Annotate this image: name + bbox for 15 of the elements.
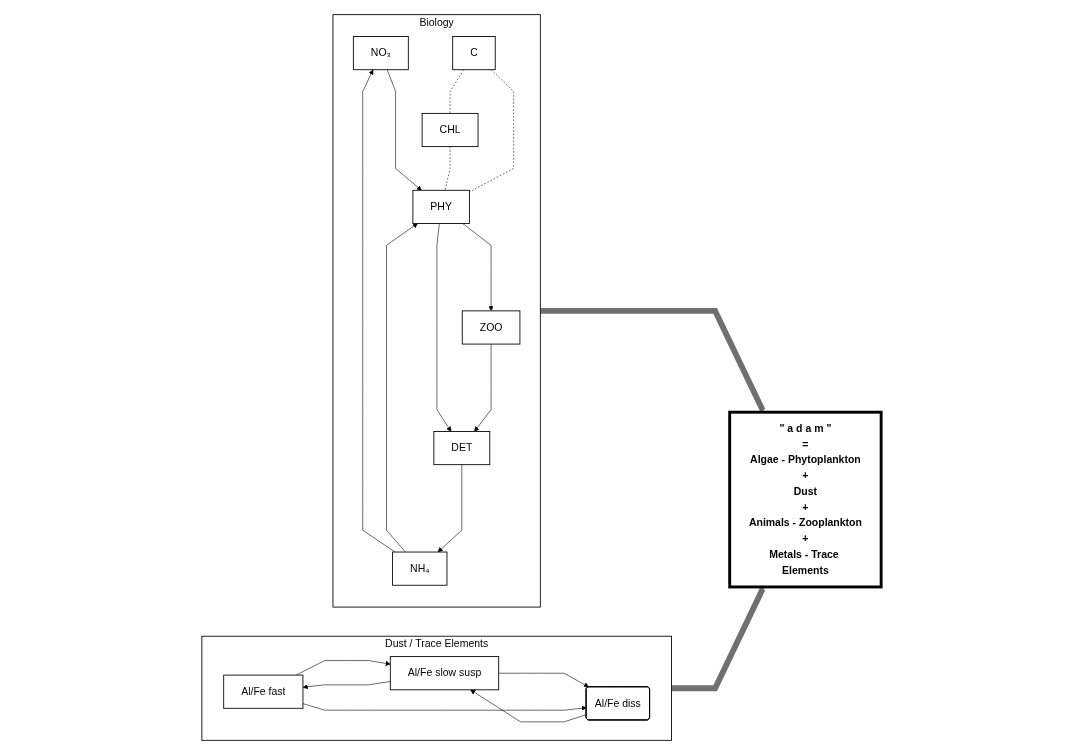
node-box: C [452, 36, 496, 71]
node-box: Al/Fe slow susp [389, 656, 500, 691]
arrow [671, 586, 766, 692]
arrow [540, 307, 766, 413]
node-box: PHY [412, 189, 470, 224]
node-box: ZOO [461, 310, 521, 345]
node-box: NO₃ [352, 36, 409, 71]
node-box: Al/Fe fast [223, 674, 304, 709]
connector [444, 146, 451, 191]
connector [449, 69, 464, 114]
node-box: NH₄ [392, 551, 448, 586]
node-box: " a d a m " = Algae - Phytoplankton + Dust + Animals - Zooplankton + Metals - Trace Elements [728, 410, 883, 589]
node-box: CHL [421, 112, 479, 148]
connector [469, 69, 514, 193]
node-box: DET [433, 431, 491, 466]
